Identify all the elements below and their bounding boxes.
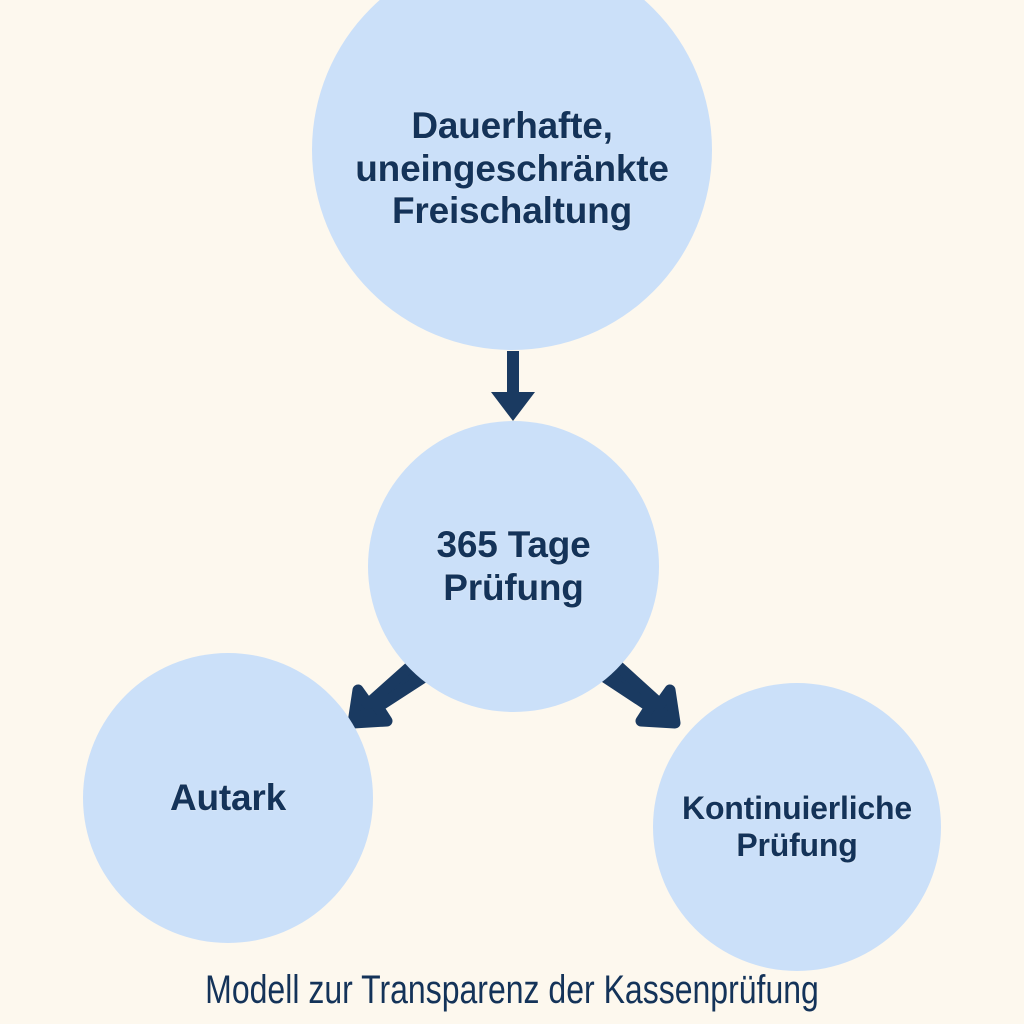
- node-kontinuierliche-pruefung[interactable]: Kontinuierliche Prüfung: [653, 683, 941, 971]
- node-dauerhafte-freischaltung[interactable]: Dauerhafte, uneingeschränkte Freischaltu…: [312, 0, 712, 350]
- node-label: Autark: [170, 776, 286, 818]
- arrow-top-to-mid: [491, 351, 535, 421]
- node-label: Kontinuierliche Prüfung: [682, 789, 912, 863]
- diagram-caption: Modell zur Transparenz der Kassenprüfung: [205, 968, 819, 1012]
- node-label: 365 Tage Prüfung: [436, 523, 591, 608]
- node-365-tage-pruefung[interactable]: 365 Tage Prüfung: [368, 421, 659, 712]
- node-autark[interactable]: Autark: [83, 653, 373, 943]
- node-label: Dauerhafte, uneingeschränkte Freischaltu…: [355, 104, 669, 232]
